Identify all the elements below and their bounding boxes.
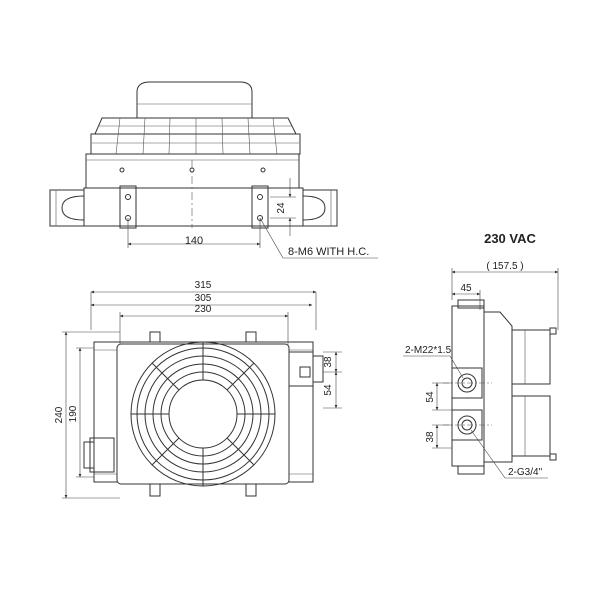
front-view: 315 305 230	[54, 280, 342, 499]
dim-54-label: 54	[323, 384, 334, 396]
dim-45-label: 45	[460, 283, 472, 294]
dim-157-5-label: ( 157.5 )	[486, 261, 523, 272]
side-dim-38-label: 38	[425, 431, 436, 443]
dim-38-label: 38	[323, 356, 334, 368]
side-dim-54-label: 54	[425, 391, 436, 403]
dim-24-label: 24	[276, 202, 287, 214]
top-view: 140 24 8-M6 WITH H.C.	[49, 81, 378, 259]
dim-240-label: 240	[54, 406, 65, 423]
voltage-title: 230 VAC	[484, 231, 536, 246]
dim-315-label: 315	[195, 280, 212, 291]
side-view: 230 VAC ( 157.5 ) 45	[403, 231, 559, 479]
port-g34-label: 2-G3/4"	[508, 467, 543, 478]
dim-140-label: 140	[185, 235, 203, 247]
dim-305-label: 305	[195, 293, 212, 304]
dim-190-label: 190	[68, 405, 79, 422]
bolt-note: 8-M6 WITH H.C.	[288, 246, 369, 258]
dim-230-label: 230	[195, 304, 212, 315]
port-m22-label: 2-M22*1.5	[405, 345, 452, 356]
